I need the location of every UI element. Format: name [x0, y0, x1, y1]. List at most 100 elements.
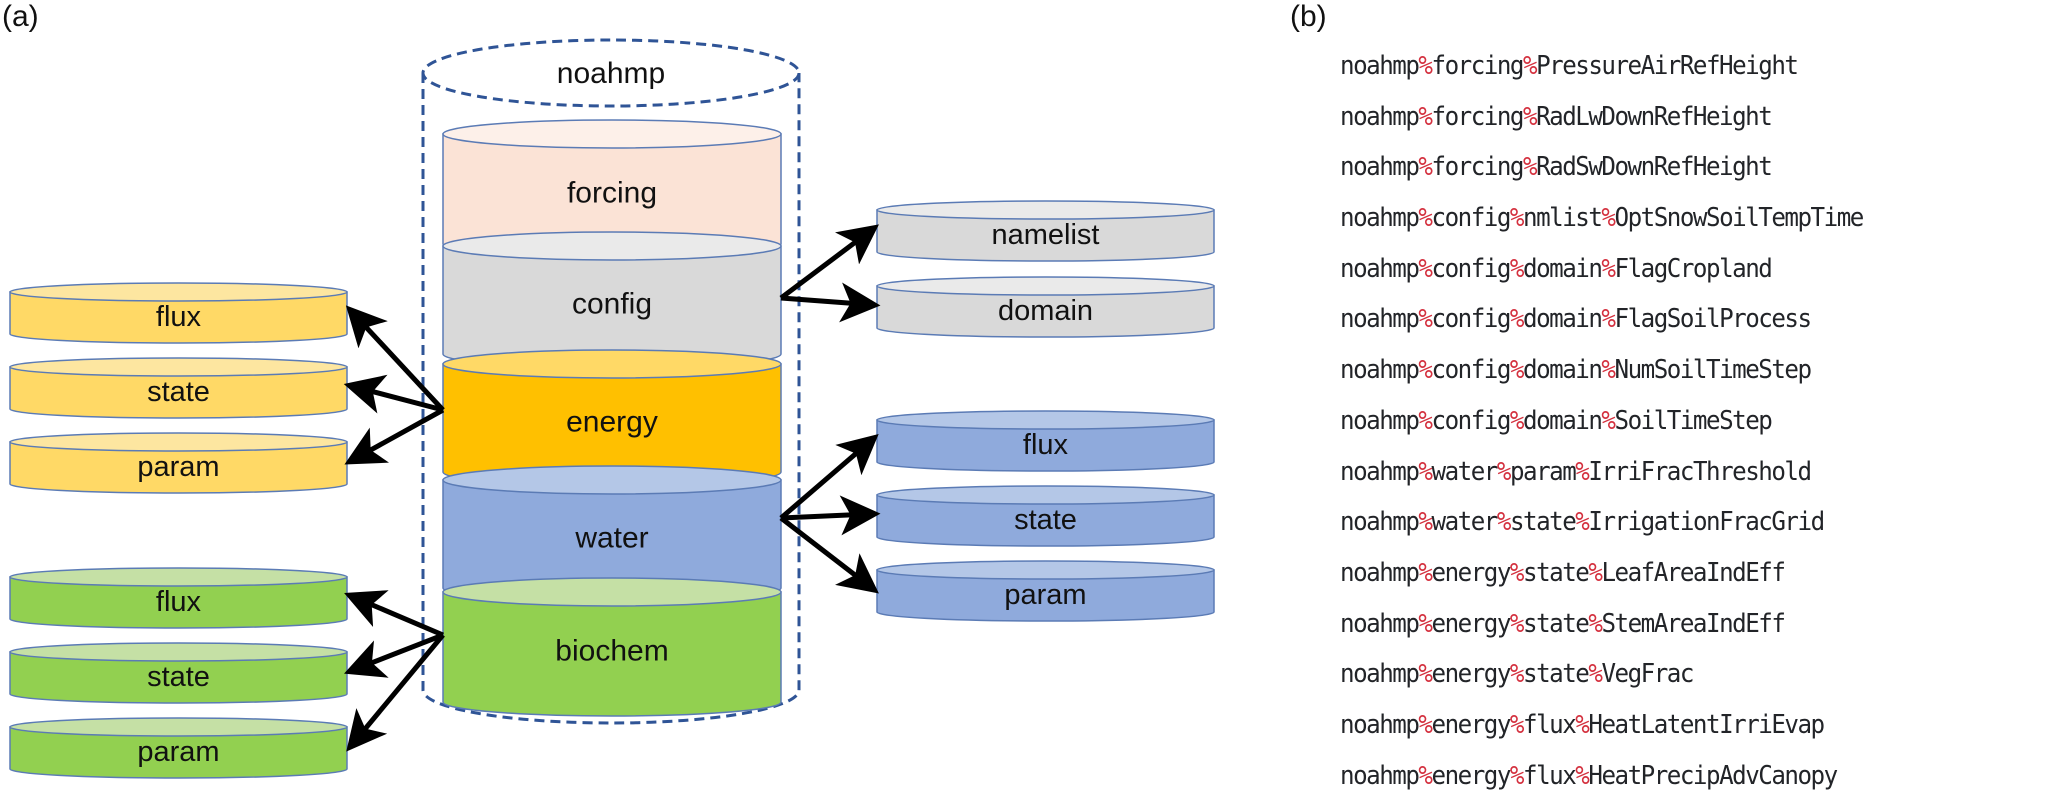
path-segment: forcing: [1431, 101, 1525, 132]
water-child-flux-label: flux: [1023, 429, 1069, 461]
path-segment: config: [1431, 304, 1512, 335]
noahmp-container: noahmp: [421, 38, 801, 725]
energy-child-flux-body: [9, 291, 348, 344]
path-separator: %: [1601, 304, 1616, 335]
energy-child-param-label: param: [137, 451, 219, 483]
energy-child-state-label: state: [147, 376, 210, 408]
path-segment: flux: [1523, 760, 1577, 791]
stack-biochem: biochem: [442, 577, 782, 717]
path-segment: domain: [1523, 304, 1603, 335]
biochem-child-flux-top: [9, 567, 348, 587]
path-separator: %: [1522, 51, 1538, 81]
arrow-biochem-to-flux: [344, 590, 444, 638]
path-separator: %: [1418, 557, 1433, 588]
path-segment: noahmp: [1340, 659, 1420, 690]
biochem-child-param-body: [9, 726, 348, 779]
path-segment: LeafAreaIndEff: [1601, 557, 1785, 588]
variable-path: noahmp%config%domain%FlagCropland: [1340, 249, 1863, 300]
stack-config-label: config: [572, 288, 652, 321]
arrow-config-to-namelist: [779, 224, 879, 300]
water-child-flux: flux: [876, 410, 1215, 472]
stack-biochem-top: [442, 577, 782, 607]
energy-child-state: state: [9, 357, 348, 419]
path-separator: %: [1418, 760, 1433, 791]
path-segment: StemAreaIndEff: [1601, 608, 1785, 639]
path-segment: noahmp: [1340, 152, 1420, 183]
panel-b-label: (b): [1290, 0, 1327, 33]
biochem-child-flux-body: [9, 576, 348, 629]
path-separator: %: [1509, 304, 1525, 335]
path-segment: domain: [1523, 405, 1603, 436]
stack-energy-label: energy: [566, 406, 658, 439]
path-separator: %: [1509, 760, 1525, 791]
path-separator: %: [1509, 253, 1525, 284]
path-segment: state: [1523, 608, 1590, 639]
arrow-water-to-flux: [779, 434, 879, 520]
biochem-child-param-top: [9, 717, 348, 737]
config-child-namelist-label: namelist: [992, 219, 1100, 251]
path-segment: noahmp: [1340, 203, 1420, 234]
path-segment: RadSwDownRefHeight: [1536, 152, 1773, 183]
path-segment: IrriFracThreshold: [1588, 456, 1812, 487]
energy-child-flux-top: [9, 282, 348, 302]
path-segment: energy: [1431, 557, 1512, 588]
path-separator: %: [1575, 507, 1590, 538]
variable-path: noahmp%config%nmlist%OptSnowSoilTempTime: [1340, 198, 1864, 249]
energy-child-state-body: [9, 366, 348, 419]
path-separator: %: [1601, 253, 1616, 284]
arrow-energy-to-flux: [345, 305, 445, 412]
path-segment: VegFrac: [1601, 659, 1694, 690]
biochem-child-flux: flux: [9, 567, 348, 629]
path-segment: RadLwDownRefHeight: [1536, 101, 1773, 132]
path-segment: state: [1523, 659, 1590, 690]
path-segment: param: [1509, 456, 1577, 487]
arrow-water-to-state: [780, 495, 881, 536]
path-separator: %: [1496, 456, 1512, 487]
water-child-flux-body: [876, 419, 1215, 472]
container-label: noahmp: [557, 57, 665, 90]
path-separator: %: [1601, 203, 1616, 234]
container-outline: [421, 73, 801, 725]
water-child-param: param: [876, 560, 1215, 622]
energy-child-flux-label: flux: [156, 301, 202, 333]
stack-biochem-body: [442, 591, 782, 717]
path-segment: noahmp: [1340, 507, 1420, 538]
variable-path: noahmp%forcing%RadLwDownRefHeight: [1340, 97, 1863, 148]
stack-water: water: [442, 465, 782, 603]
water-child-state-top: [876, 485, 1215, 505]
path-separator: %: [1601, 355, 1616, 386]
path-separator: %: [1418, 405, 1433, 436]
path-separator: %: [1418, 51, 1433, 81]
variable-path: noahmp%energy%state%VegFrac: [1340, 654, 1863, 705]
path-segment: config: [1431, 253, 1512, 284]
path-segment: noahmp: [1340, 405, 1420, 436]
path-separator: %: [1509, 355, 1525, 386]
path-segment: energy: [1431, 608, 1512, 639]
path-segment: state: [1509, 507, 1577, 538]
arrow-water-to-param: [779, 516, 879, 594]
biochem-child-state-body: [9, 651, 348, 704]
config-child-domain-top: [876, 276, 1215, 296]
path-segment: FlagCropland: [1614, 253, 1773, 284]
biochem-child-param-label: param: [137, 736, 219, 768]
path-segment: noahmp: [1340, 456, 1420, 487]
path-separator: %: [1509, 608, 1525, 639]
path-separator: %: [1496, 507, 1512, 538]
path-segment: noahmp: [1340, 304, 1420, 335]
path-separator: %: [1588, 659, 1603, 690]
panel-a-label: (a): [2, 0, 39, 33]
arrow-config-to-domain: [780, 282, 881, 323]
variable-path: noahmp%water%state%IrrigationFracGrid: [1340, 502, 1863, 553]
path-separator: %: [1418, 203, 1433, 234]
variable-path: noahmp%forcing%RadSwDownRefHeight: [1340, 147, 1863, 198]
variable-path: noahmp%energy%flux%HeatPrecipAdvCanopy: [1340, 756, 1863, 806]
path-segment: noahmp: [1340, 253, 1420, 284]
path-separator: %: [1509, 709, 1525, 740]
variable-path: noahmp%config%domain%FlagSoilProcess: [1340, 299, 1863, 350]
arrow-biochem-to-state: [344, 632, 444, 678]
path-separator: %: [1509, 659, 1525, 690]
config-child-domain-label: domain: [998, 295, 1093, 327]
variable-path: noahmp%forcing%PressureAirRefHeight: [1340, 46, 1863, 97]
